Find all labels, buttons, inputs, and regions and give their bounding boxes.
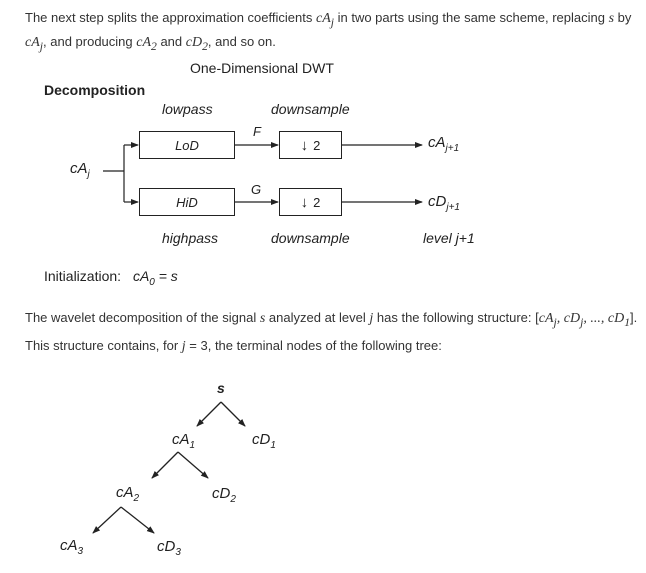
hid-filter-box: HiD xyxy=(139,188,235,216)
structure-s: s xyxy=(259,311,266,326)
ds-factor-bottom: 2 xyxy=(313,194,321,210)
intro-text-6: , and so on. xyxy=(207,33,276,49)
level-label: level j+1 xyxy=(423,230,475,246)
output-cAj1: cAj+1 xyxy=(428,134,460,154)
tree-node-cD2: cD2 xyxy=(212,485,236,505)
intro-paragraph: The next step splits the approximation c… xyxy=(25,8,635,56)
structure-text-3: has the following structure: [ xyxy=(373,310,539,325)
structure-j: j xyxy=(369,311,374,326)
intro-text-4: , and producing xyxy=(43,33,137,49)
structure-text-1: The wavelet decomposition of the signal xyxy=(25,310,260,325)
init-eq: = s xyxy=(154,268,178,284)
lod-label: LoD xyxy=(175,137,199,153)
tree-node-cA1: cA1 xyxy=(172,431,196,451)
downsample-bottom-box: ↓2 xyxy=(279,188,342,216)
tree-node-cA3: cA3 xyxy=(60,537,84,557)
lod-filter-box: LoD xyxy=(139,131,235,159)
structure-paragraph: The wavelet decomposition of the signal … xyxy=(25,308,645,332)
structure-line2-j: j xyxy=(181,339,186,354)
tree-node-cD3: cD3 xyxy=(157,538,181,558)
intro-cA2: cA2 xyxy=(136,34,157,53)
lowpass-label: lowpass xyxy=(162,101,213,117)
intro-text-3: by xyxy=(614,10,632,25)
structure-sep-1: , xyxy=(556,311,564,326)
decomposition-label: Decomposition xyxy=(44,82,146,98)
tree-node-cA2: cA2 xyxy=(116,484,140,504)
initialization-line: Initialization: cA0 = s xyxy=(44,268,178,288)
structure-text-4: ]. xyxy=(630,310,638,325)
init-label: Initialization: xyxy=(44,268,122,284)
structure-text-2: analyzed at level xyxy=(265,310,370,325)
ds-factor-top: 2 xyxy=(313,137,321,153)
down-arrow-icon: ↓ xyxy=(300,136,309,154)
tree-root-s: s xyxy=(217,380,225,396)
f-label: F xyxy=(253,124,261,139)
intro-cAj-2: cAj xyxy=(25,34,44,53)
structure-cD1: cD1 xyxy=(607,311,631,329)
downsample-top-box: ↓2 xyxy=(279,131,342,159)
structure-line2-a: This structure contains, for xyxy=(25,338,182,353)
intro-cAj: cAj xyxy=(315,11,334,29)
structure-line2-b: = 3, the terminal nodes of the following… xyxy=(185,338,442,353)
input-cAj: cAj xyxy=(70,160,90,180)
g-label: G xyxy=(251,182,262,197)
hid-label: HiD xyxy=(176,194,198,210)
downsample-bottom-label: downsample xyxy=(271,230,350,246)
structure-sep-2: , ..., xyxy=(583,311,608,326)
intro-text-5: and xyxy=(156,33,186,49)
structure-cAj: cAj xyxy=(538,311,557,329)
downsample-top-label: downsample xyxy=(271,101,350,117)
dwt-title: One-Dimensional DWT xyxy=(190,60,334,76)
intro-cD2: cD2 xyxy=(185,34,208,53)
down-arrow-icon: ↓ xyxy=(300,193,309,211)
structure-cDj: cDj xyxy=(563,311,584,329)
intro-s: s xyxy=(608,11,615,26)
intro-text-1: The next step splits the approximation c… xyxy=(25,10,316,25)
structure-line-2: This structure contains, for j = 3, the … xyxy=(25,336,442,356)
tree-node-cD1: cD1 xyxy=(252,431,276,451)
intro-text-2: in two parts using the same scheme, repl… xyxy=(334,10,609,25)
highpass-label: highpass xyxy=(162,230,219,246)
init-cA0: cA0 xyxy=(132,268,155,288)
output-cDj1: cDj+1 xyxy=(428,193,460,213)
